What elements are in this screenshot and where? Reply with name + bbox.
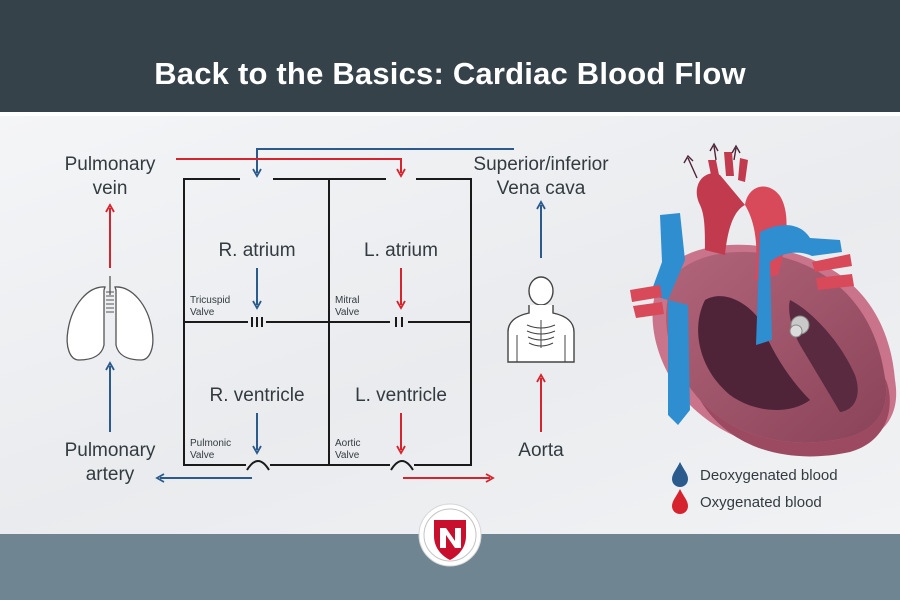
- vena-cava-label-line1: Superior/inferior: [473, 154, 609, 175]
- mitral-label-line2: Valve: [335, 307, 360, 318]
- chamber-grid: [183, 178, 472, 466]
- pulmonic-label-line2: Valve: [190, 450, 215, 461]
- heart-illustration: [630, 142, 897, 457]
- tricuspid-valve-label: Tricuspid Valve: [190, 295, 230, 318]
- legend-deoxygenated: Deoxygenated blood: [700, 467, 838, 484]
- mitral-valve-icon: [395, 317, 403, 327]
- pulmonic-valve-icon: [246, 460, 270, 471]
- vena-cava-label: Superior/inferior Vena cava: [473, 154, 609, 199]
- lungs-icon: [66, 276, 154, 361]
- pulmonary-artery-label-line2: artery: [86, 464, 135, 485]
- aortic-label-line1: Aortic: [335, 438, 361, 449]
- oxygenated-drop-icon: [672, 489, 688, 514]
- aortic-label-line2: Valve: [335, 450, 360, 461]
- legend-oxygenated: Oxygenated blood: [700, 494, 822, 511]
- tricuspid-label-line1: Tricuspid: [190, 295, 230, 306]
- r-atrium-label: R. atrium: [218, 240, 295, 261]
- tricuspid-valve-icon: [251, 317, 263, 327]
- l-ventricle-label: L. ventricle: [355, 385, 447, 406]
- pulmonary-artery-label-line1: Pulmonary: [65, 440, 156, 461]
- mitral-label-line1: Mitral: [335, 295, 359, 306]
- pulmonary-vein-label: Pulmonary vein: [65, 154, 156, 199]
- logo-shield-icon: [418, 503, 482, 567]
- header-bar: [0, 0, 900, 112]
- legend: Deoxygenated blood Oxygenated blood: [672, 462, 838, 514]
- aorta-label: Aorta: [518, 440, 564, 461]
- pulmonary-vein-label-line2: vein: [93, 178, 128, 199]
- pulmonic-label-line1: Pulmonic: [190, 438, 231, 449]
- aortic-valve-icon: [390, 460, 414, 471]
- pulmonic-valve-label: Pulmonic Valve: [190, 438, 231, 461]
- header-divider: [0, 112, 900, 116]
- vena-cava-label-line2: Vena cava: [497, 178, 586, 199]
- aortic-valve-label: Aortic Valve: [335, 438, 361, 461]
- tricuspid-label-line2: Valve: [190, 307, 215, 318]
- torso-icon: [507, 276, 575, 363]
- vena-cava-inflow-arrow: [252, 148, 514, 178]
- pulmonary-vein-label-line1: Pulmonary: [65, 154, 156, 175]
- pulmonary-vein-inflow-arrow: [176, 158, 406, 178]
- pulmonary-artery-label: Pulmonary artery: [65, 440, 156, 485]
- mitral-valve-label: Mitral Valve: [335, 295, 360, 318]
- page-title: Back to the Basics: Cardiac Blood Flow: [154, 56, 746, 91]
- r-ventricle-label: R. ventricle: [209, 385, 304, 406]
- l-atrium-label: L. atrium: [364, 240, 438, 261]
- deoxygenated-drop-icon: [672, 462, 688, 487]
